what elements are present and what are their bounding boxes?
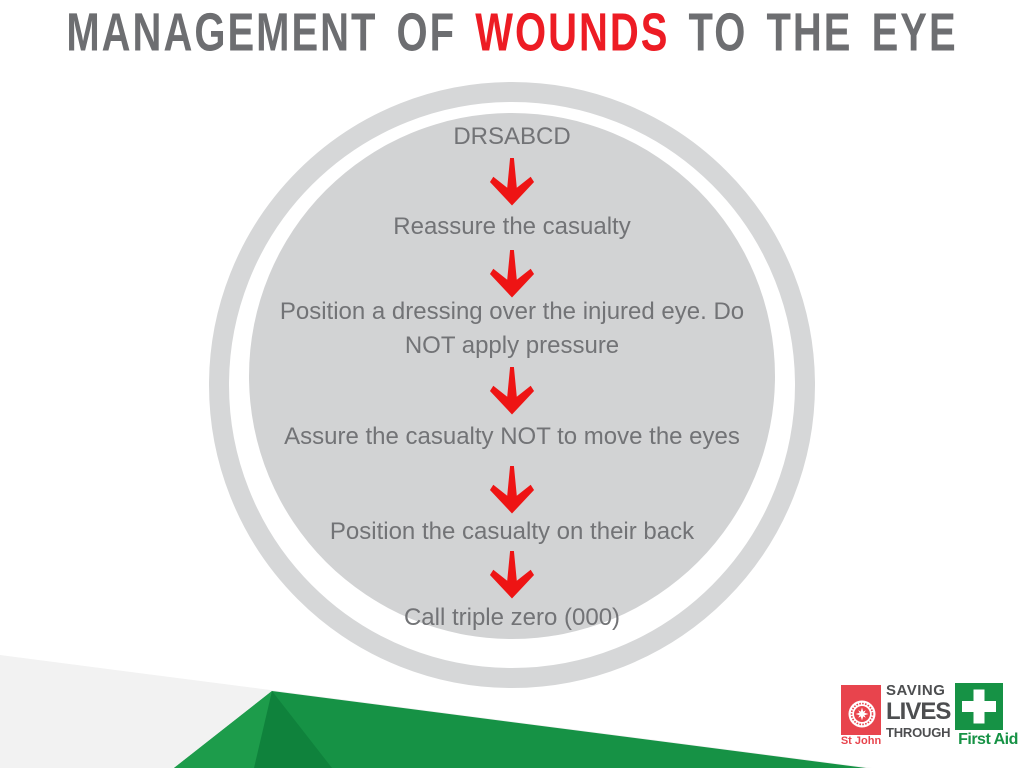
down-arrow-icon bbox=[489, 250, 535, 298]
lives-line: LIVES bbox=[886, 698, 951, 725]
title-prefix: MANAGEMENT OF bbox=[66, 3, 476, 63]
step-drsabcd: DRSABCD bbox=[453, 123, 571, 150]
page-title: MANAGEMENT OF WOUNDS TO THE EYE bbox=[0, 6, 1024, 60]
step-reassure: Reassure the casualty bbox=[393, 213, 631, 240]
green-banner bbox=[174, 691, 866, 768]
step-call-000: Call triple zero (000) bbox=[403, 604, 621, 631]
title-suffix: TO THE EYE bbox=[669, 3, 958, 63]
down-arrow-icon bbox=[489, 551, 535, 599]
st-john-wordmark: St John bbox=[840, 735, 882, 747]
down-arrow-icon bbox=[489, 466, 535, 514]
first-aid-box bbox=[955, 683, 1003, 730]
green-banner-dark-facet bbox=[254, 691, 332, 768]
st-john-emblem-icon bbox=[848, 700, 876, 728]
saving-line: SAVING bbox=[886, 682, 946, 699]
title-highlight: WOUNDS bbox=[475, 3, 670, 63]
through-line: THROUGH bbox=[886, 725, 951, 740]
first-aid-label: First Aid bbox=[958, 731, 1018, 748]
down-arrow-icon bbox=[489, 367, 535, 415]
step-dressing: Position a dressing over the injured eye… bbox=[279, 298, 745, 359]
saving-lives-text: SAVING LIVES THROUGH bbox=[886, 682, 954, 741]
step-no-eye-movement: Assure the casualty NOT to move the eyes bbox=[284, 423, 740, 450]
step-on-back: Position the casualty on their back bbox=[329, 518, 695, 545]
green-banner-left-facet bbox=[174, 691, 272, 768]
st-john-logo: St John SAVING LIVES THROUGH First Aid bbox=[840, 682, 1024, 749]
st-john-badge bbox=[841, 685, 881, 735]
down-arrow-icon bbox=[489, 158, 535, 206]
first-aid-cross-icon bbox=[962, 689, 996, 724]
